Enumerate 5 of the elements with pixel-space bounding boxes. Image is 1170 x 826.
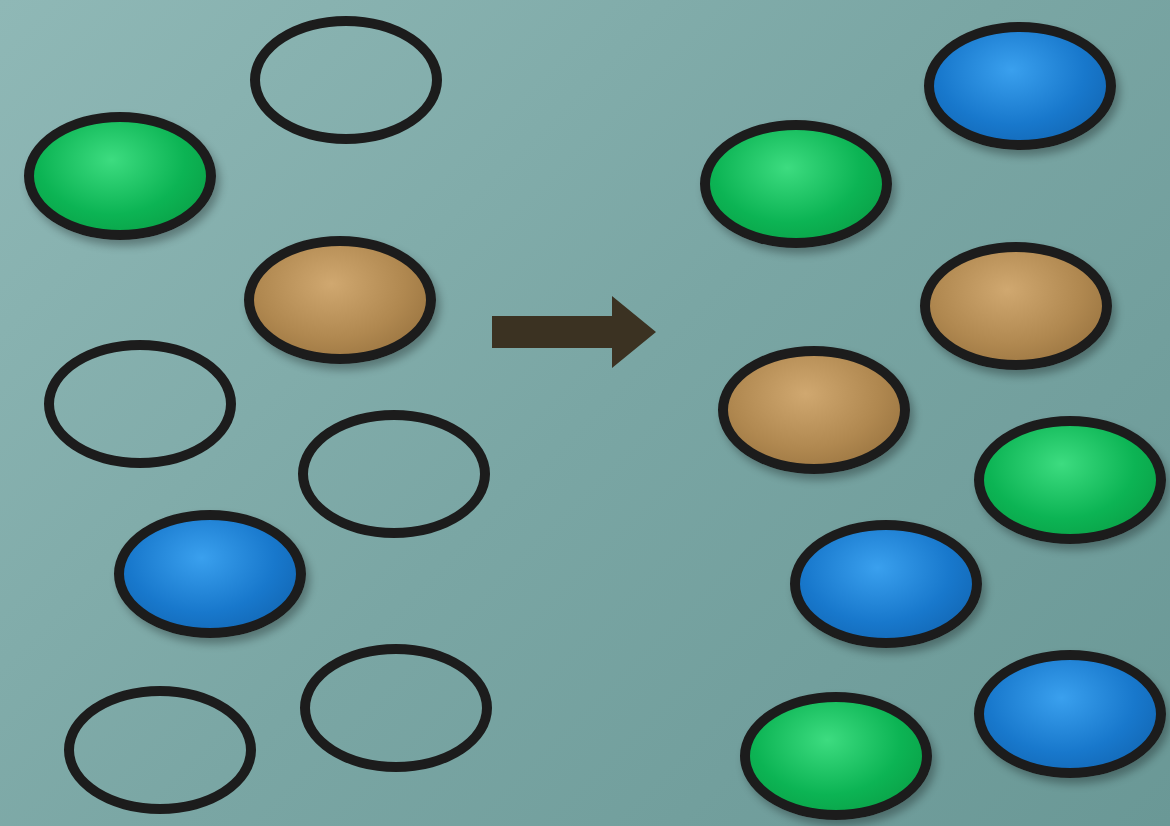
empty-ellipse (298, 410, 490, 538)
empty-ellipse (300, 644, 492, 772)
empty-ellipse (44, 340, 236, 468)
empty-ellipse (250, 16, 442, 144)
empty-ellipse (64, 686, 256, 814)
